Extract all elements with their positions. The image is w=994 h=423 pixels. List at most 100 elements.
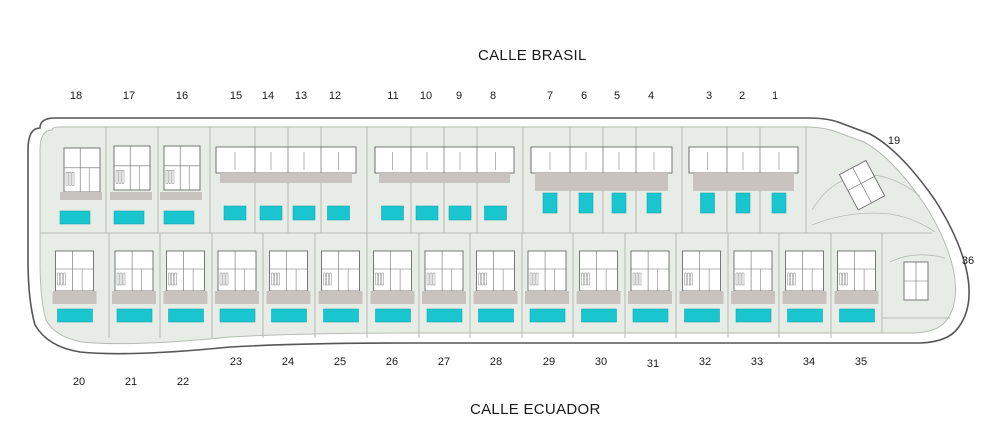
house-stair — [581, 272, 584, 286]
villa-house — [269, 250, 308, 292]
terrace — [160, 192, 202, 200]
pool — [415, 205, 439, 221]
house-stair — [635, 272, 639, 286]
house-stair — [426, 272, 430, 286]
street-label-south: CALLE ECUADOR — [470, 401, 601, 418]
pool — [323, 308, 359, 323]
house-stair — [326, 272, 329, 286]
terraced-block — [688, 146, 799, 174]
lot-label-30: 30 — [594, 356, 608, 368]
house-stair — [432, 272, 436, 286]
pool — [375, 308, 411, 323]
house-stair — [687, 272, 690, 286]
house-stair — [845, 272, 848, 286]
lot-label-24: 24 — [281, 356, 295, 368]
terrace — [628, 291, 672, 304]
house-stair — [60, 272, 63, 286]
villa-house — [63, 147, 101, 193]
terraced-block — [374, 146, 515, 174]
house-stair — [481, 272, 484, 286]
pool — [529, 308, 566, 323]
pool — [700, 192, 715, 214]
house-stair — [122, 272, 126, 286]
terraced-block — [215, 146, 357, 174]
villa-house — [114, 250, 154, 292]
lot-label-10: 10 — [419, 90, 433, 102]
terrace — [220, 173, 352, 183]
lot-label-3: 3 — [705, 90, 713, 102]
pool — [223, 205, 247, 221]
site-outline — [27, 117, 970, 355]
house-stair — [529, 272, 533, 286]
terrace — [215, 291, 259, 304]
house-stair — [171, 272, 174, 286]
terrace — [112, 291, 156, 304]
lot-label-13: 13 — [294, 90, 308, 102]
lot-label-29: 29 — [542, 356, 556, 368]
terrace — [370, 291, 415, 304]
house-stair — [274, 272, 277, 286]
pool — [271, 308, 307, 323]
terrace — [473, 291, 518, 304]
lot-label-23: 23 — [229, 356, 243, 368]
pool — [381, 205, 404, 221]
pool — [771, 192, 787, 214]
pool — [292, 205, 316, 221]
house-wall — [163, 145, 201, 191]
villa-house — [785, 250, 824, 292]
house-wall — [682, 250, 721, 292]
street-label-north: CALLE BRASIL — [478, 47, 587, 64]
landscape-line — [889, 254, 946, 263]
house-stair — [738, 272, 742, 286]
house-stair — [638, 272, 642, 286]
house-wall — [321, 250, 360, 292]
house-stair — [735, 272, 739, 286]
house-wall — [527, 250, 567, 292]
terrace — [318, 291, 363, 304]
villa-36 — [903, 261, 929, 301]
pool — [839, 308, 875, 323]
terrace — [535, 173, 668, 191]
house-stair — [323, 272, 326, 286]
house-stair — [378, 272, 381, 286]
house-stair — [165, 169, 169, 184]
pool — [57, 308, 93, 323]
house-stair — [119, 272, 123, 286]
house-stair — [329, 272, 332, 286]
lot-label-14: 14 — [261, 90, 275, 102]
villa-house — [837, 250, 876, 292]
pool — [163, 210, 195, 225]
pool — [484, 205, 507, 221]
house-stair — [277, 272, 280, 286]
house-stair — [168, 272, 171, 286]
house-stair — [839, 272, 842, 286]
terrace — [834, 291, 879, 304]
terrace — [52, 291, 97, 304]
terrace — [679, 291, 724, 304]
lot-label-19: 19 — [887, 135, 901, 147]
terrace — [782, 291, 827, 304]
lot-label-25: 25 — [333, 356, 347, 368]
terrace — [731, 291, 775, 304]
pool — [426, 308, 463, 323]
villa-house — [217, 250, 257, 292]
terrace — [379, 173, 510, 183]
house-stair — [684, 272, 687, 286]
lot-label-16: 16 — [175, 90, 189, 102]
house-stair — [587, 272, 590, 286]
house-stair — [375, 272, 378, 286]
pool — [168, 308, 204, 323]
pool — [116, 308, 153, 323]
house-wall — [166, 250, 205, 292]
terrace — [693, 173, 794, 191]
house-stair — [690, 272, 693, 286]
house-stair — [71, 171, 75, 186]
house-stair — [174, 272, 177, 286]
house-stair — [115, 169, 119, 184]
house-stair — [478, 272, 481, 286]
house-wall — [269, 250, 308, 292]
lot-label-18: 18 — [69, 90, 83, 102]
house-stair — [63, 272, 66, 286]
villa-house — [733, 250, 773, 292]
